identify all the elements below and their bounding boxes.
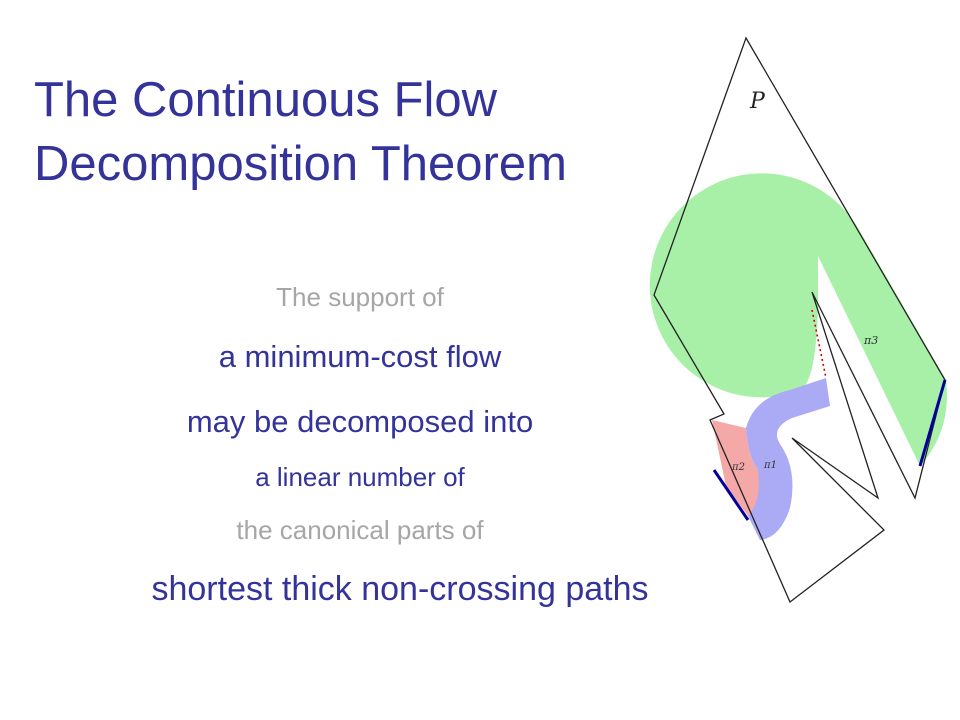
- polygon-p: [653, 36, 946, 604]
- boundary-segment-left: [712, 469, 750, 521]
- statement-line-min-cost-flow: a minimum-cost flow: [218, 339, 502, 374]
- statement-line-decomposed: may be decomposed into: [186, 404, 534, 439]
- statement-line-support: The support of: [276, 282, 444, 312]
- polygon-diagram: P π3 π2 π1: [649, 36, 947, 604]
- statement-line-shortest-paths: shortest thick non-crossing paths: [151, 570, 649, 608]
- label-pi2: π2: [731, 462, 745, 473]
- boundary-segment-right: [918, 379, 947, 467]
- statement-line-canonical-parts: the canonical parts of: [236, 515, 484, 545]
- label-pi3: π3: [863, 334, 878, 347]
- path-pi1: [746, 378, 830, 540]
- dotted-cut: [811, 309, 827, 379]
- slide-title: The Continuous Flow Decomposition Theore…: [34, 68, 567, 196]
- label-pi1: π1: [763, 460, 777, 471]
- title-line-2: Decomposition Theorem: [34, 137, 567, 191]
- title-line-1: The Continuous Flow: [34, 73, 498, 127]
- polygon-label: P: [749, 89, 766, 114]
- statement-line-linear-number: a linear number of: [255, 462, 465, 492]
- region-pi3: [649, 173, 947, 466]
